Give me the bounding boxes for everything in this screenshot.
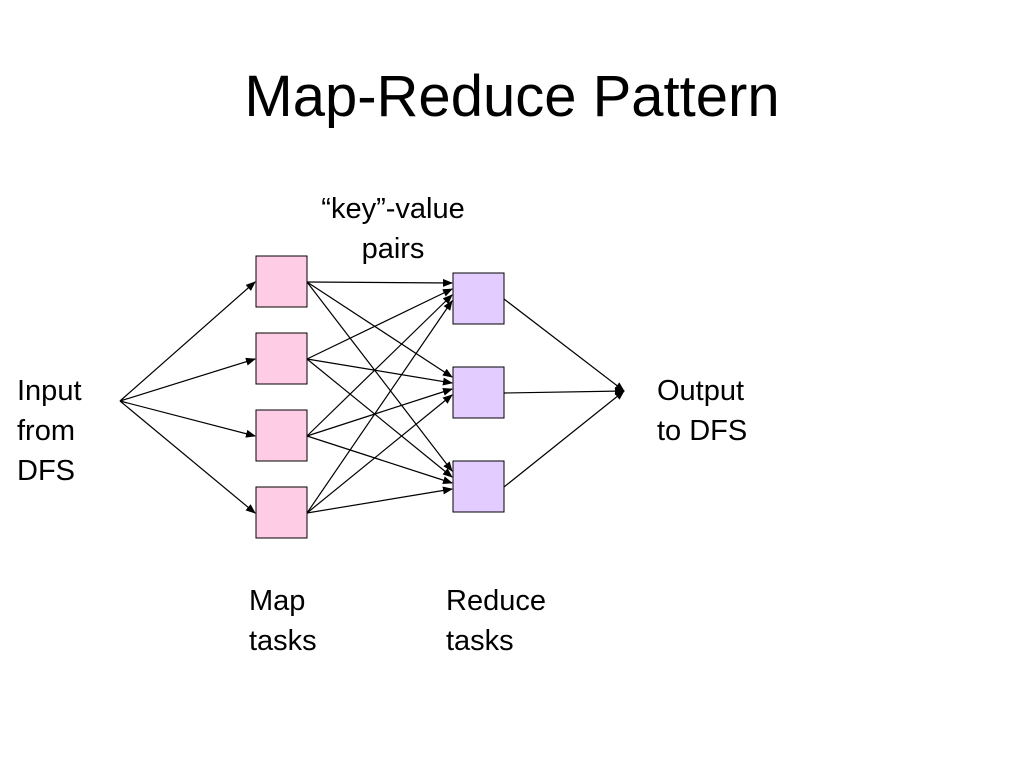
reduce-tasks-label-line-2: tasks bbox=[446, 625, 514, 657]
key-value-pairs-label: “key”-value pairs bbox=[302, 189, 484, 269]
map-3-to-reduce-3-arrow bbox=[306, 435, 453, 485]
map-task-box-1 bbox=[255, 255, 308, 308]
input-label-line-2: from bbox=[17, 415, 75, 447]
input-label-line-3: DFS bbox=[17, 455, 75, 487]
map-task-box-3 bbox=[255, 409, 308, 462]
input-to-map-arrow-3 bbox=[119, 400, 256, 438]
map-4-to-reduce-1-arrow bbox=[306, 300, 453, 514]
map-1-to-reduce-3-arrow bbox=[306, 281, 453, 472]
map-1-to-reduce-1-arrow bbox=[306, 278, 453, 287]
map-1-to-reduce-2-arrow bbox=[306, 281, 453, 378]
map-4-to-reduce-3-arrow bbox=[306, 486, 453, 514]
reduce-task-box-1 bbox=[452, 272, 505, 325]
reduce-1-to-output-arrow bbox=[503, 298, 625, 392]
map-4-to-reduce-2-arrow bbox=[306, 394, 453, 514]
slide-title: Map-Reduce Pattern bbox=[244, 64, 780, 129]
input-label-line-1: Input bbox=[17, 375, 82, 407]
output-label-line-2: to DFS bbox=[657, 415, 748, 447]
key-value-pairs-label-line-1: “key”-value bbox=[321, 193, 465, 225]
output-to-dfs-label: Output to DFS bbox=[657, 371, 747, 451]
key-value-pairs-label-line-2: pairs bbox=[361, 233, 425, 265]
reduce-task-box-2 bbox=[452, 366, 505, 419]
map-tasks-label: Map tasks bbox=[249, 581, 317, 661]
map-3-to-reduce-1-arrow bbox=[306, 294, 453, 437]
input-to-map-arrow-1 bbox=[119, 281, 256, 402]
map-2-to-reduce-2-arrow bbox=[306, 358, 453, 386]
map-task-box-2 bbox=[255, 332, 308, 385]
input-to-map-arrow-4 bbox=[119, 400, 256, 514]
arrow-group bbox=[119, 278, 625, 514]
input-to-map-arrow-2 bbox=[119, 357, 256, 402]
task-box-group bbox=[255, 255, 505, 539]
map-2-to-reduce-3-arrow bbox=[306, 358, 453, 478]
reduce-task-box-3 bbox=[452, 460, 505, 513]
reduce-tasks-label-line-1: Reduce bbox=[446, 585, 546, 617]
reduce-tasks-label: Reduce tasks bbox=[446, 581, 546, 661]
reduce-2-to-output-arrow bbox=[503, 387, 625, 396]
map-3-to-reduce-2-arrow bbox=[306, 387, 453, 437]
map-2-to-reduce-1-arrow bbox=[306, 288, 453, 360]
map-tasks-label-line-2: tasks bbox=[249, 625, 317, 657]
output-label-line-1: Output bbox=[657, 375, 745, 407]
reduce-3-to-output-arrow bbox=[503, 390, 625, 488]
input-from-dfs-label: Input from DFS bbox=[17, 371, 82, 491]
map-task-box-4 bbox=[255, 486, 308, 539]
map-tasks-label-line-1: Map bbox=[249, 585, 306, 617]
